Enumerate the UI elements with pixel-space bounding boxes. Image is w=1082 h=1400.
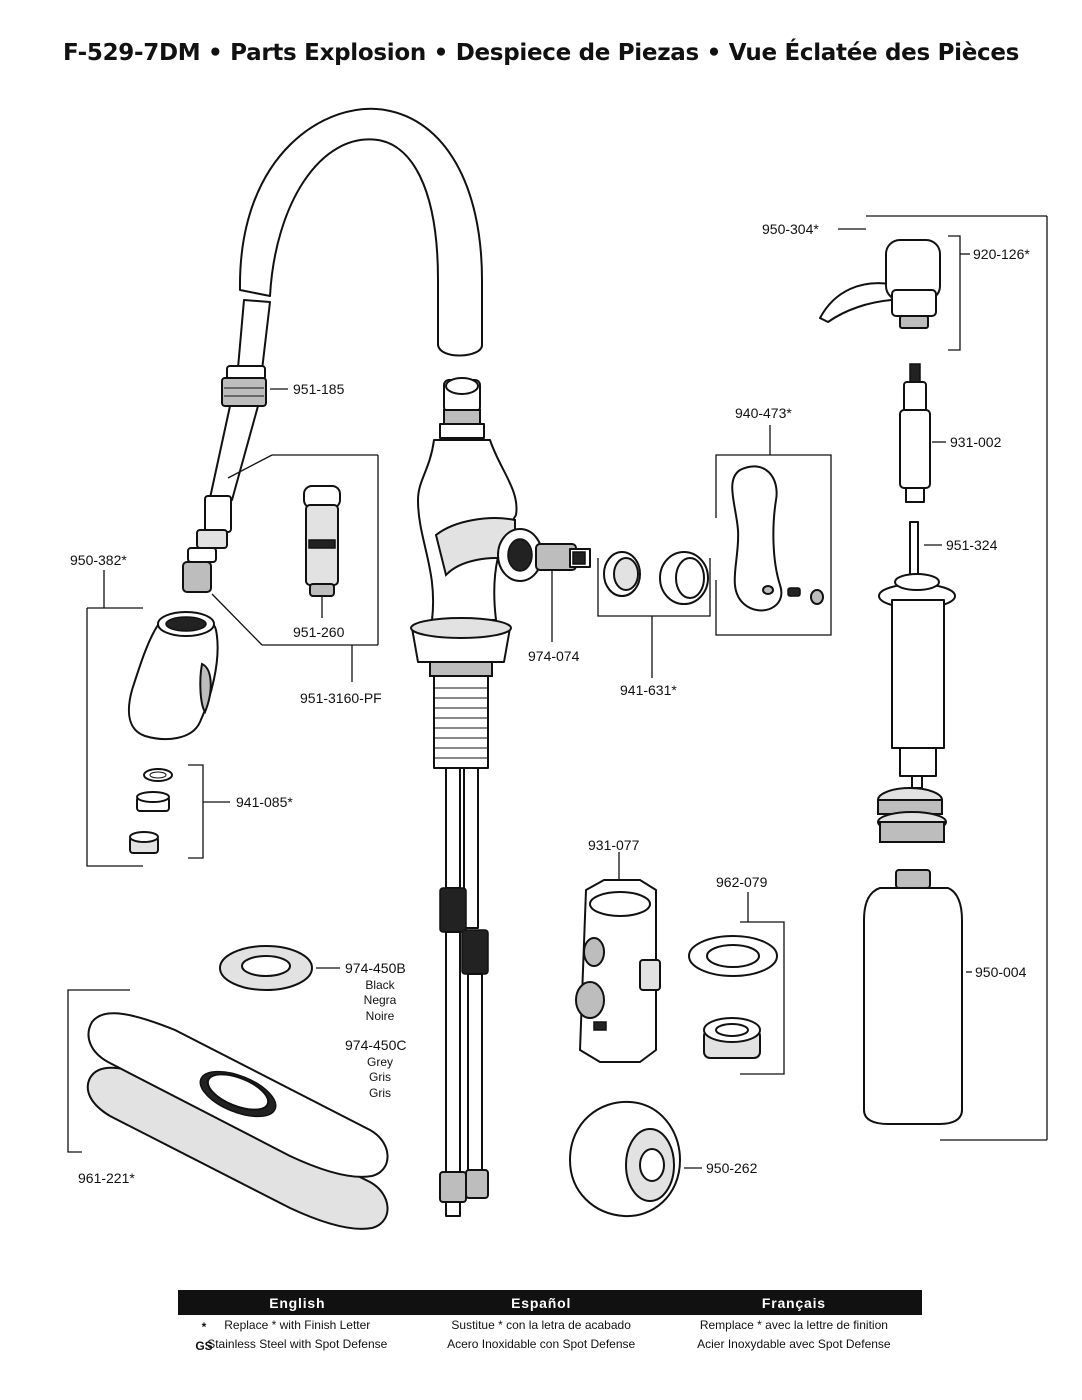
aerator-parts — [129, 768, 173, 854]
legend-row: Replace * with Finish Letter Sustitue * … — [178, 1315, 922, 1334]
label-951-3160: 951-3160-PF — [300, 690, 382, 706]
label-974-450c-en: Grey — [367, 1055, 393, 1069]
escutcheon-974-450 — [219, 945, 340, 991]
legend-espanol: Sustitue * con la letra de acabado — [451, 1318, 631, 1332]
legend-espanol: Acero Inoxidable con Spot Defense — [447, 1337, 636, 1351]
label-950-004: 950-004 — [975, 964, 1027, 980]
label-950-382: 950-382* — [70, 552, 127, 568]
label-951-185: 951-185 — [293, 381, 345, 397]
label-974-450b: 974-450B — [345, 960, 406, 976]
label-974-450b-es: Negra — [364, 993, 397, 1007]
legend-row: Stainless Steel with Spot Defense Acero … — [178, 1334, 922, 1353]
handle-940-473 — [715, 425, 832, 636]
label-974-450b-fr: Noire — [366, 1009, 395, 1023]
soap-pump-head — [819, 239, 941, 329]
label-920-126: 920-126* — [973, 246, 1030, 262]
legend-table: English Español Français Replace * with … — [178, 1290, 922, 1353]
label-931-002: 931-002 — [950, 434, 1002, 450]
legend-english: Stainless Steel with Spot Defense — [207, 1337, 388, 1351]
weight-950-262 — [569, 1100, 702, 1218]
label-950-262: 950-262 — [706, 1160, 758, 1176]
label-974-450c: 974-450C — [345, 1037, 407, 1053]
label-951-260: 951-260 — [293, 624, 345, 640]
pump-body-951-324 — [877, 521, 956, 843]
legend-header-row: English Español Français — [178, 1290, 922, 1315]
label-940-473: 940-473* — [735, 405, 792, 421]
bracket-951-3160 — [211, 454, 379, 682]
cartridge-951-260 — [303, 485, 341, 618]
label-974-450c-es: Gris — [369, 1070, 391, 1084]
legend-header-francais: Français — [665, 1290, 922, 1315]
legend-francais: Remplace * avec la lettre de finition — [699, 1318, 888, 1332]
supply-lines — [439, 767, 489, 1217]
legend-header-espanol: Español — [416, 1290, 666, 1315]
legend-symbol-gs: GS — [195, 1339, 213, 1353]
pump-stem-931-002 — [899, 363, 946, 503]
washer-nut-962-079 — [688, 892, 785, 1075]
spout — [238, 107, 483, 357]
legend-francais: Acier Inoxydable avec Spot Defense — [697, 1337, 891, 1351]
deck-plate-961-221 — [67, 989, 389, 1230]
label-962-079: 962-079 — [716, 874, 768, 890]
label-961-221: 961-221* — [78, 1170, 135, 1186]
faucet-body — [410, 377, 543, 769]
legend-english: Replace * with Finish Letter — [224, 1318, 371, 1332]
label-941-085: 941-085* — [236, 794, 293, 810]
legend-header-english: English — [178, 1290, 417, 1315]
bracket-950-304 — [838, 215, 1048, 1141]
label-974-450c-fr: Gris — [369, 1086, 391, 1100]
soap-bottle-950-004 — [863, 869, 972, 1125]
label-950-304: 950-304* — [762, 221, 819, 237]
legend-symbol-asterisk: * — [201, 1320, 207, 1334]
label-931-077: 931-077 — [588, 837, 640, 853]
page-title: F-529-7DM • Parts Explosion • Despiece d… — [62, 40, 1020, 66]
adapter-974-074 — [535, 543, 591, 642]
body-threads — [434, 687, 488, 759]
rings-941-631 — [597, 551, 711, 678]
mount-931-077 — [575, 852, 661, 1063]
hose-assembly — [182, 299, 271, 593]
label-941-631: 941-631* — [620, 682, 677, 698]
label-974-074: 974-074 — [528, 648, 580, 664]
bracket-950-382 — [86, 570, 143, 867]
label-951-324: 951-324 — [946, 537, 998, 553]
label-974-450b-en: Black — [365, 978, 395, 992]
spray-head — [127, 611, 219, 741]
parts-explosion-diagram: 950-382* 941-085* 951-185 951-260 951- — [67, 107, 1048, 1230]
